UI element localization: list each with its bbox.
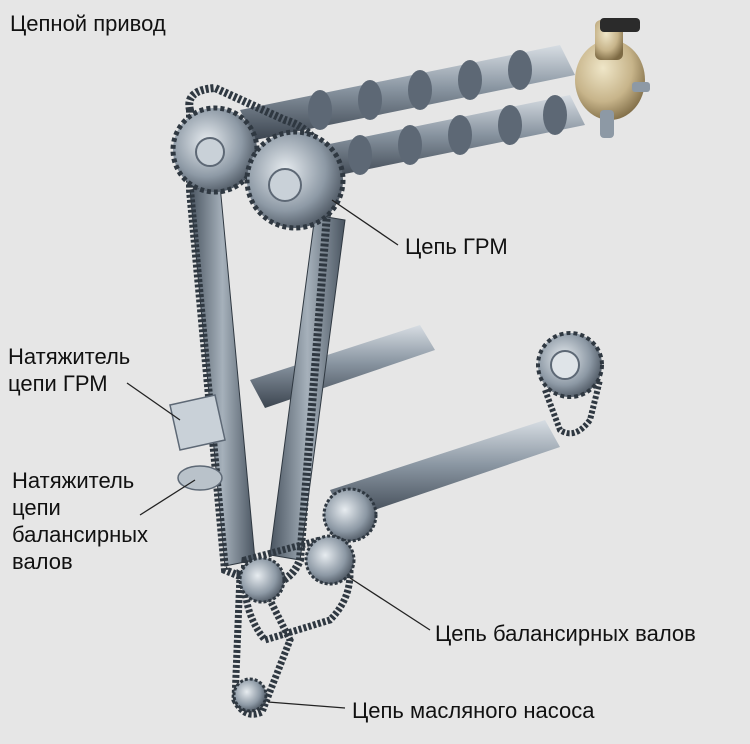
balance-shaft-upper	[250, 325, 435, 408]
camshaft-exhaust	[240, 45, 575, 140]
label-oil-pump-chain: Цепь масляного насоса	[352, 698, 595, 723]
timing-chain	[185, 83, 335, 590]
oil-pump-sprocket	[232, 677, 268, 713]
auxiliary-pulley	[536, 331, 604, 399]
leader-timing-chain-tensioner	[126, 382, 181, 421]
sprocket-exhaust-camshaft	[170, 105, 260, 195]
balance-shaft-lower	[330, 420, 560, 520]
leader-oil-pump-chain	[267, 701, 346, 709]
gear-balance-shaft-lower	[304, 534, 356, 586]
timing-chain-tensioner	[169, 394, 226, 451]
leader-lines	[126, 199, 431, 709]
gear-balance-shaft-upper	[322, 487, 378, 543]
label-timing-chain-tensioner: Натяжитель цепи ГРМ	[8, 344, 131, 396]
diagram-title: Цепной привод	[10, 11, 166, 36]
leader-timing-chain	[331, 199, 399, 246]
leader-balance-chain-tensioner	[139, 479, 196, 516]
camshaft-intake	[300, 95, 585, 180]
label-balance-chain-tensioner: Натяжитель цепи балансирных валов	[12, 468, 149, 574]
crankshaft-sprocket	[238, 556, 286, 604]
label-balance-shaft-chain: Цепь балансирных валов	[435, 621, 696, 646]
fuel-pump	[575, 18, 650, 138]
leader-balance-shaft-chain	[349, 577, 431, 631]
sprocket-intake-camshaft	[244, 129, 346, 231]
label-timing-chain: Цепь ГРМ	[405, 234, 508, 259]
auxiliary-chain	[542, 379, 603, 437]
